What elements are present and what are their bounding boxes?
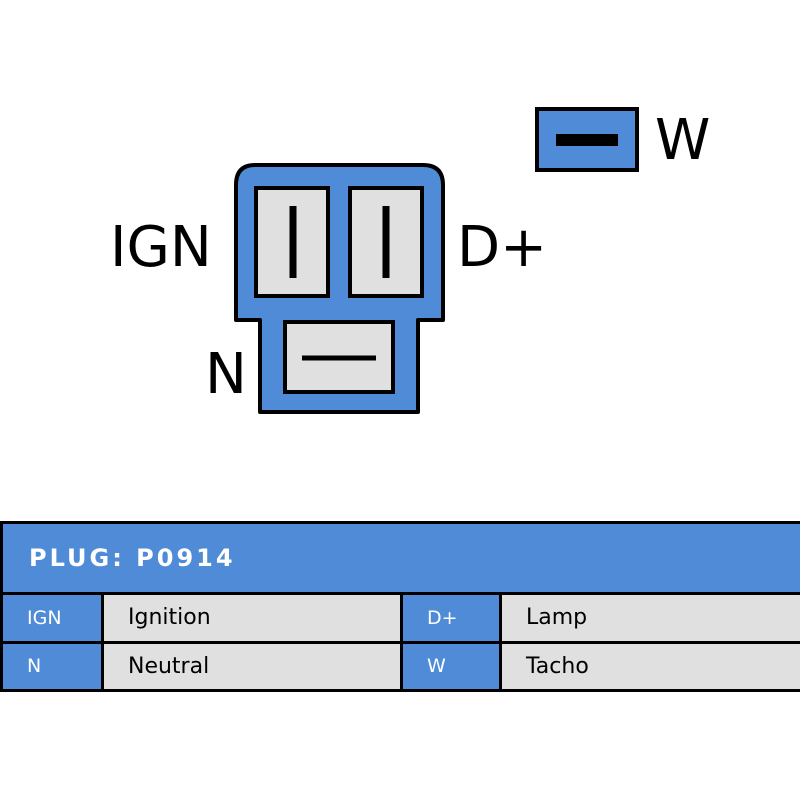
plug-table: PLUG: P0914 IGN Ignition D+ Lamp N Neutr… bbox=[0, 520, 800, 693]
pin-description: Lamp bbox=[499, 592, 800, 644]
dplus-pin-label: D+ bbox=[457, 215, 548, 280]
pin-code: D+ bbox=[400, 592, 502, 644]
table-row: IGN Ignition D+ Lamp bbox=[0, 592, 800, 644]
table-header-row: PLUG: P0914 bbox=[0, 520, 800, 596]
table-row: N Neutral W Tacho bbox=[0, 640, 800, 693]
pin-description: Neutral bbox=[101, 640, 403, 693]
pin-code: IGN bbox=[0, 592, 104, 644]
connector-diagram bbox=[234, 107, 639, 414]
w-pin-label: W bbox=[655, 108, 711, 173]
n-pin-label: N bbox=[205, 342, 247, 407]
pin-description: Tacho bbox=[499, 640, 800, 693]
pin-code: N bbox=[0, 640, 104, 693]
pin-description: Ignition bbox=[101, 592, 403, 644]
pin-code: W bbox=[400, 640, 502, 693]
plug-title: PLUG: P0914 bbox=[0, 520, 800, 596]
ign-pin-label: IGN bbox=[110, 215, 212, 280]
